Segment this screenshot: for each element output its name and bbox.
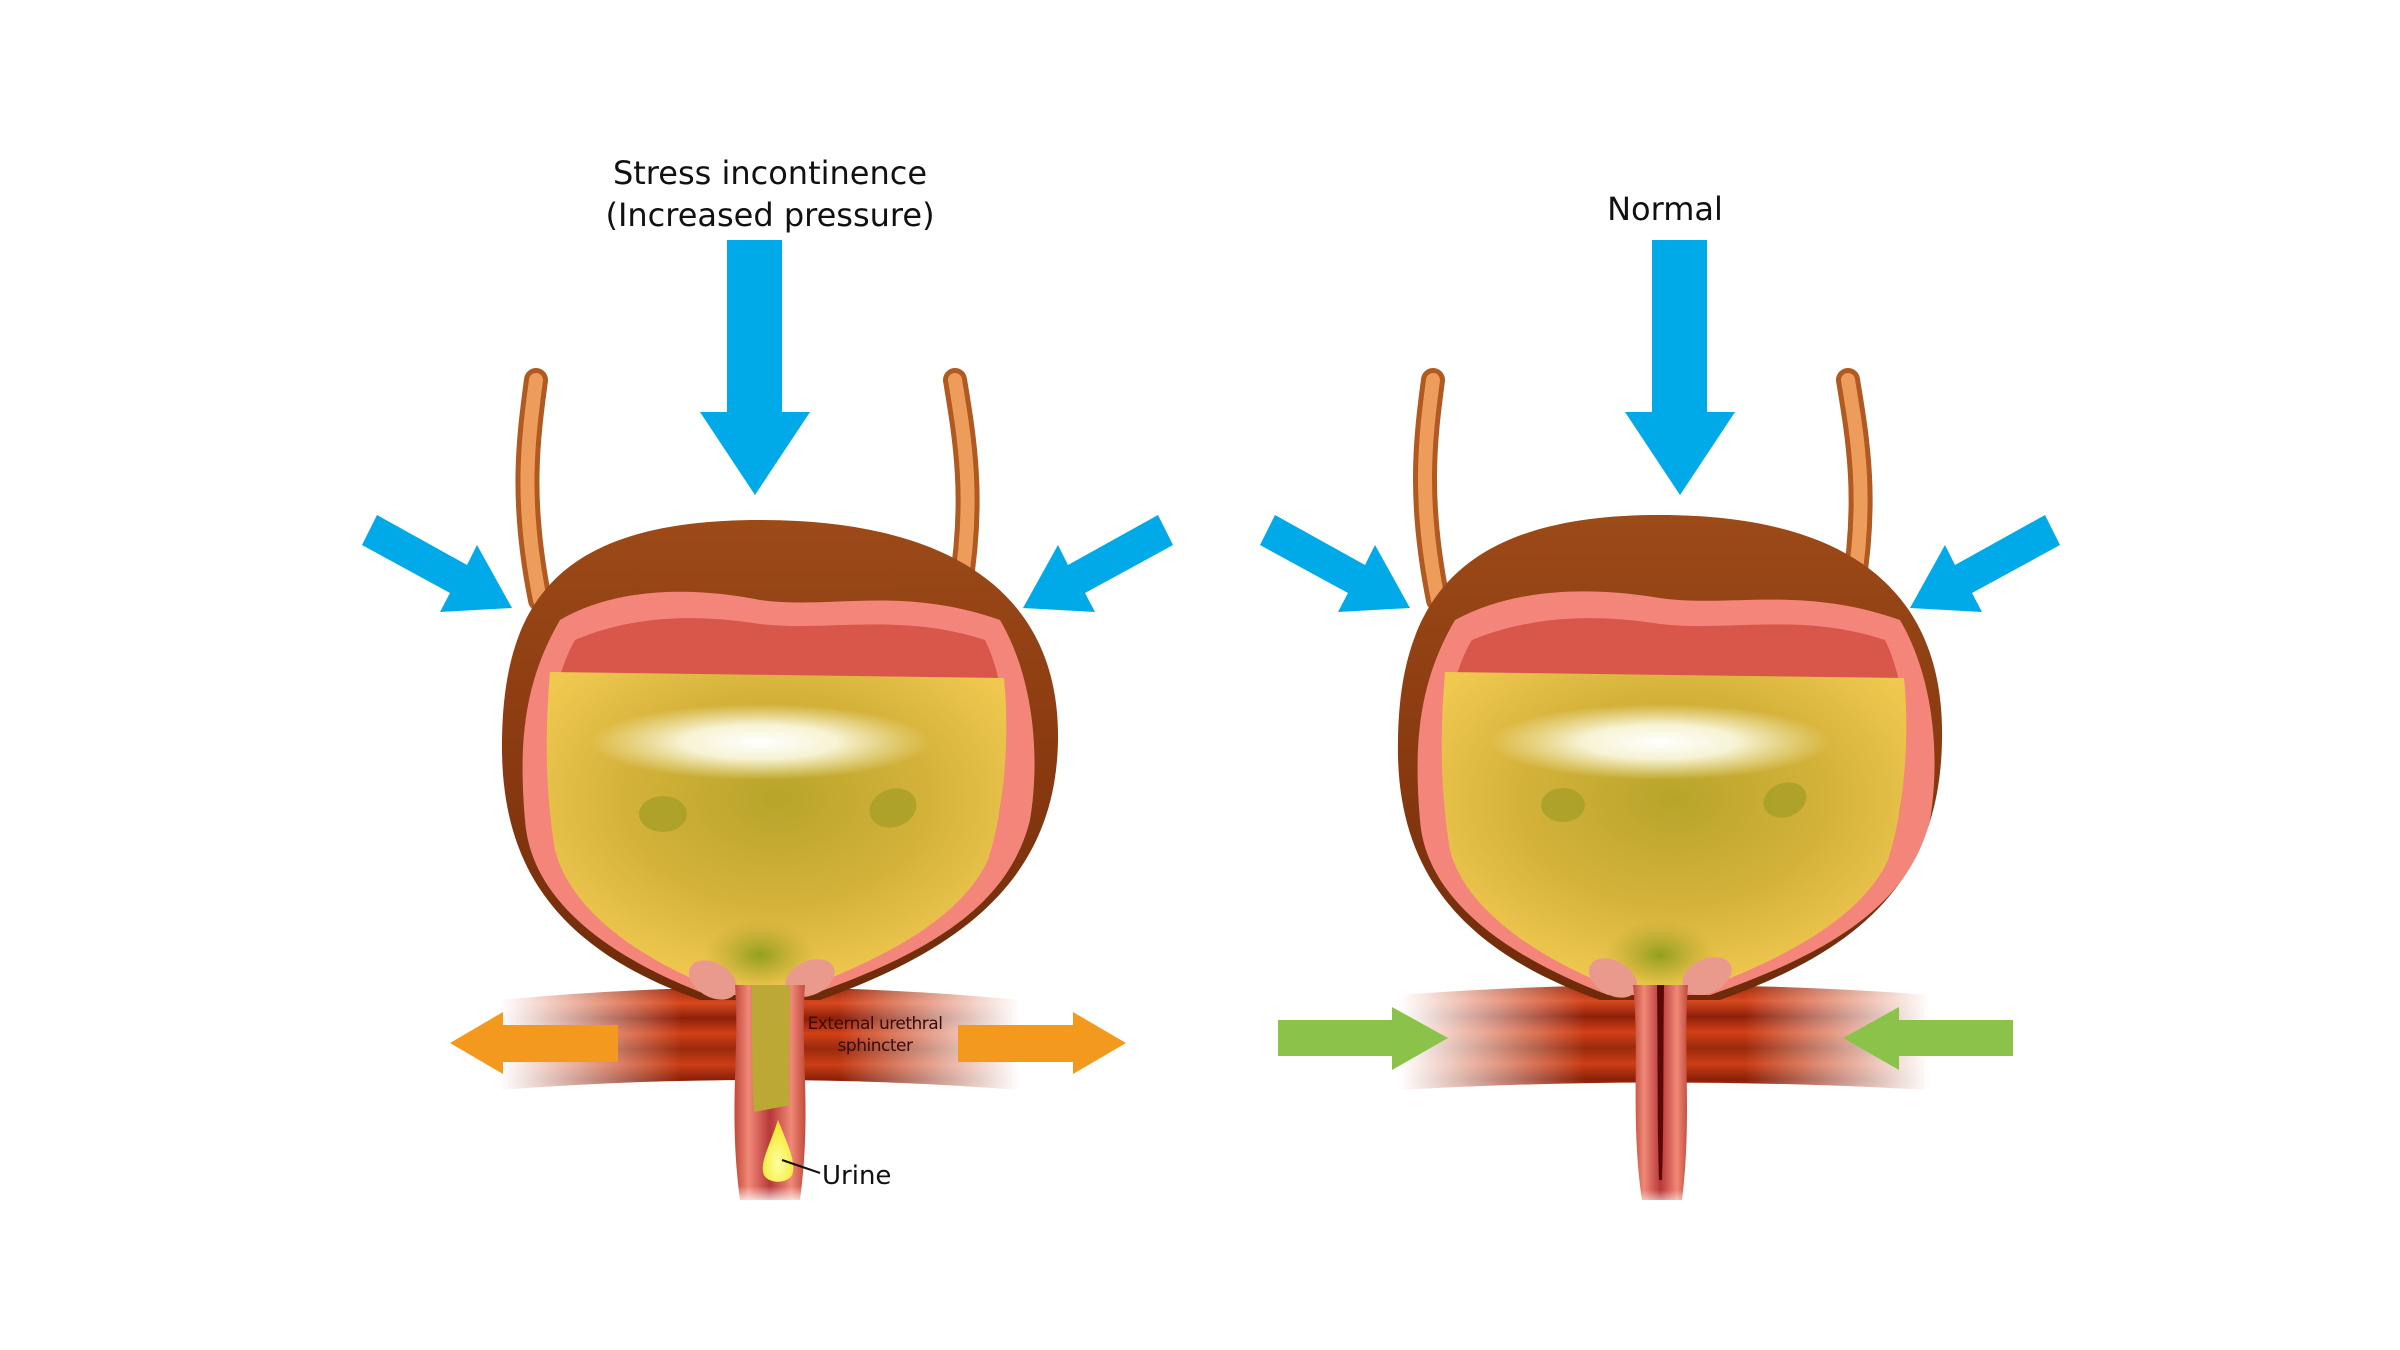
external-urethral-sphincter-label: External urethral sphincter (790, 1013, 960, 1057)
left-ureteric-orifice-normal (1541, 788, 1585, 822)
bladder-stress (501, 520, 1059, 1000)
left-diagonal-pressure-arrow-icon-normal (1260, 515, 1410, 612)
bladder-normal (1397, 515, 1943, 1000)
right-ureter-normal (1823, 360, 1873, 602)
title-line-2: (Increased pressure) (605, 196, 935, 234)
normal-panel (1260, 240, 2060, 1210)
right-diagonal-pressure-arrow-icon (1023, 515, 1173, 612)
right-diagonal-pressure-arrow-icon-normal (1910, 515, 2060, 612)
title-line-1: Stress incontinence (612, 154, 928, 192)
left-ureter (510, 360, 560, 612)
right-ureteric-orifice (869, 788, 917, 828)
outward-left-arrow-icon (450, 1012, 618, 1074)
outward-right-arrow-icon (958, 1012, 1126, 1074)
left-diagonal-pressure-arrow-icon (362, 515, 512, 612)
urethra-closed (1625, 985, 1695, 1210)
stress-incontinence-panel (362, 240, 1173, 1205)
downward-pressure-arrow-icon-normal (1625, 240, 1735, 495)
left-ureter-normal (1408, 360, 1458, 612)
urine-leader-line (781, 1159, 821, 1174)
stress-incontinence-title: Stress incontinence (Increased pressure) (560, 152, 980, 236)
sphincter-label-line-1: External urethral (807, 1014, 943, 1034)
inward-right-arrow-icon (1843, 1007, 2013, 1070)
right-ureteric-orifice-normal (1763, 782, 1807, 818)
urine-droplet (762, 1120, 794, 1182)
normal-title: Normal (1607, 190, 1723, 228)
sphincter-label-line-2: sphincter (837, 1036, 913, 1056)
left-ureteric-orifice (639, 796, 687, 832)
right-ureter (930, 360, 980, 602)
urine-label: Urine (822, 1161, 892, 1191)
downward-pressure-arrow-icon (700, 240, 810, 495)
inward-left-arrow-icon (1278, 1007, 1448, 1070)
